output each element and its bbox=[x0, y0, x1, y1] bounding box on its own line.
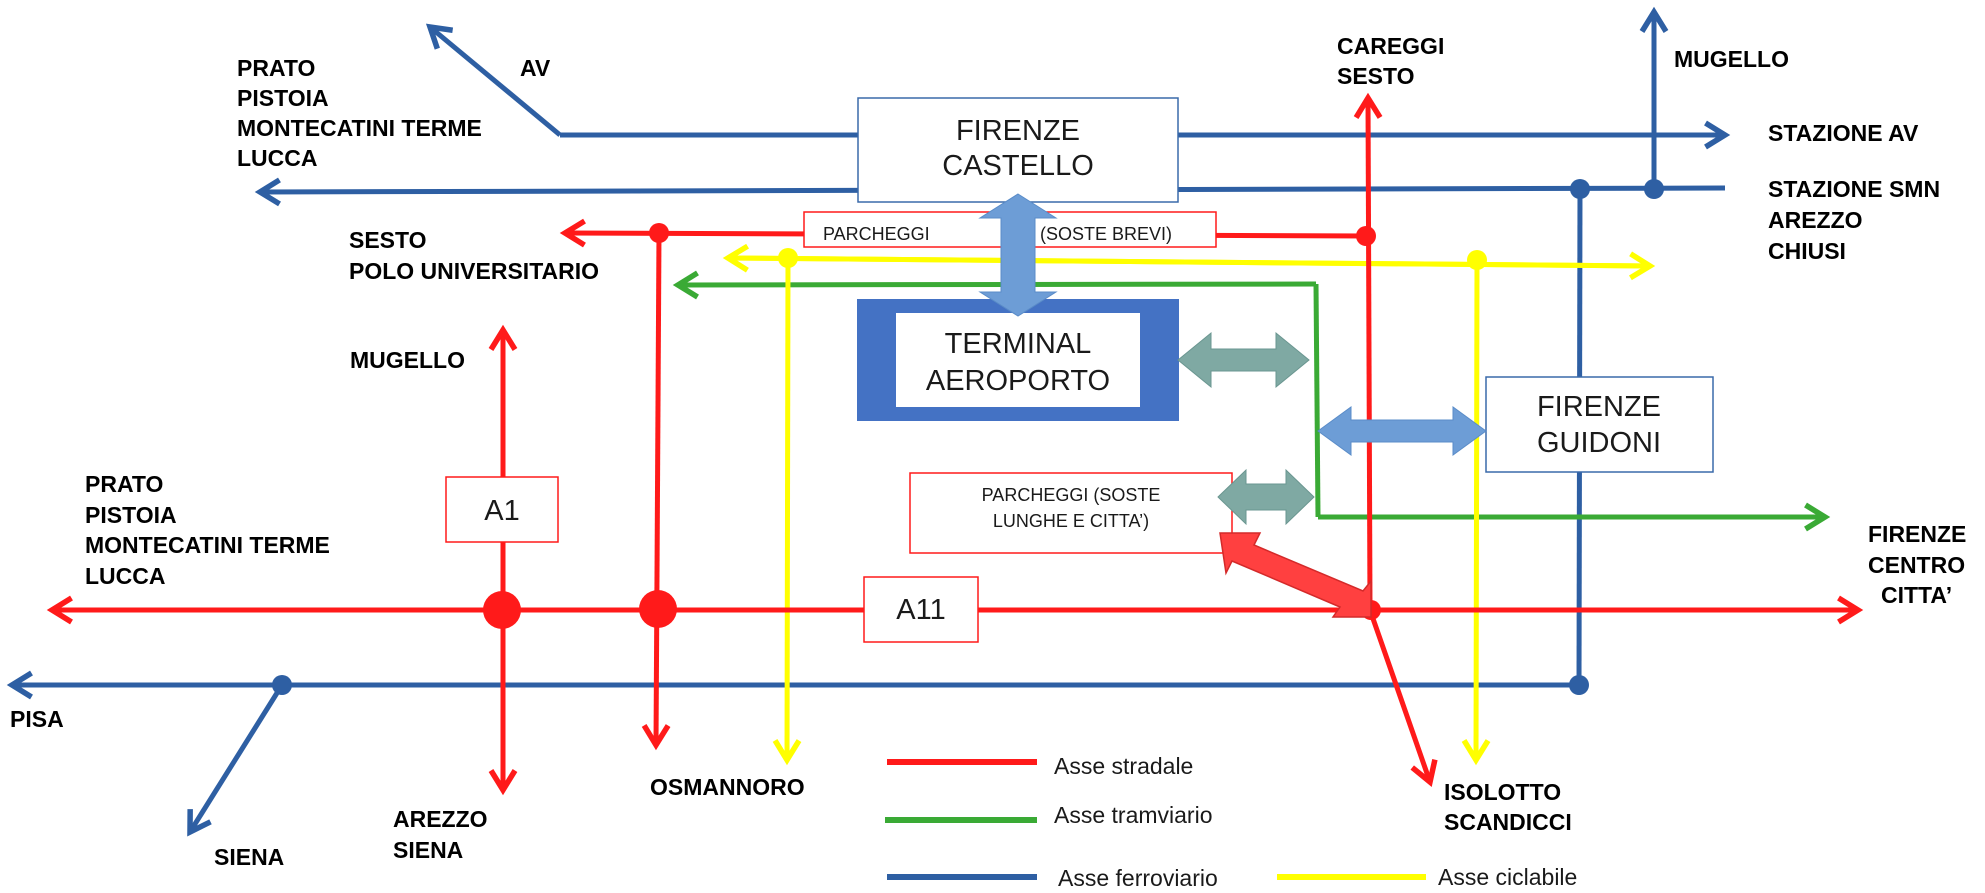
cycle-line-west bbox=[722, 243, 1651, 273]
tram-line-to-sesto bbox=[672, 270, 1317, 300]
arezzo-siena-label-2: SIENA bbox=[393, 837, 463, 863]
prato-top-label-4: LUCCA bbox=[237, 145, 318, 171]
cycle-line-isolotto bbox=[1461, 259, 1491, 766]
rail-av-diagonal bbox=[425, 23, 562, 137]
prato-top-label-1: PRATO bbox=[237, 55, 315, 81]
parcheggi-brevi-label: PARCHEGGI bbox=[823, 224, 930, 244]
cycle-node-east bbox=[1467, 250, 1487, 270]
castello-terminal-arrow bbox=[978, 193, 1058, 317]
cycle-node-west bbox=[778, 248, 798, 268]
sesto-polo-label-2: POLO UNIVERSITARIO bbox=[349, 258, 599, 284]
road-node-sesto bbox=[649, 223, 669, 243]
parcheggi-lunghe-label-2: LUNGHE E CITTA’) bbox=[993, 511, 1149, 531]
terminal-inner bbox=[896, 313, 1140, 407]
road-node-osmannoro-junction bbox=[639, 590, 677, 628]
tram-line-vertical bbox=[1313, 283, 1321, 518]
mugello-left-label: MUGELLO bbox=[350, 347, 465, 373]
road-lines bbox=[46, 92, 1864, 796]
road-careggi-up bbox=[1353, 92, 1383, 611]
pisa-label: PISA bbox=[10, 706, 64, 732]
isolotto-label-1: ISOLOTTO bbox=[1444, 779, 1561, 805]
rail-nodes bbox=[272, 179, 1664, 695]
cycle-lines bbox=[722, 243, 1656, 766]
guidoni-box bbox=[1485, 376, 1714, 473]
castello-box bbox=[857, 97, 1179, 203]
firenze-centro-label-1: FIRENZE bbox=[1868, 521, 1966, 547]
prato-top-label-2: PISTOIA bbox=[237, 85, 329, 111]
rail-node-mugello bbox=[1644, 179, 1664, 199]
stazione-smn-label-2: AREZZO bbox=[1768, 207, 1863, 233]
prato-mid-label-2: PISTOIA bbox=[85, 502, 177, 528]
prato-mid-label-3: MONTECATINI TERME bbox=[85, 532, 330, 558]
road-isolotto-branch bbox=[1367, 609, 1438, 787]
firenze-centro-label-2: CENTRO bbox=[1868, 552, 1965, 578]
careggi-label-1: CAREGGI bbox=[1337, 33, 1444, 59]
rail-siena-branch bbox=[187, 683, 285, 837]
road-node-careggi bbox=[1356, 226, 1376, 246]
rail-node-siena bbox=[272, 675, 292, 695]
careggi-label-2: SESTO bbox=[1337, 63, 1415, 89]
legend-cycle-label: Asse ciclabile bbox=[1438, 864, 1577, 890]
parcheggi-lunghe-label-1: PARCHEGGI (SOSTE bbox=[982, 485, 1161, 505]
stazione-smn-label-3: CHIUSI bbox=[1768, 238, 1846, 264]
a11-box bbox=[863, 576, 979, 643]
castello-label-1: FIRENZE bbox=[956, 115, 1080, 147]
parcheggi-lunghe-box bbox=[909, 472, 1233, 554]
siena-label: SIENA bbox=[214, 844, 284, 870]
rail-node-pisa-end bbox=[1569, 675, 1589, 695]
parcheggi-road-arrow bbox=[1219, 532, 1372, 618]
parcheggi-tram-arrow bbox=[1217, 468, 1315, 526]
prato-top-label-3: MONTECATINI TERME bbox=[237, 115, 482, 141]
prato-mid-label-1: PRATO bbox=[85, 471, 163, 497]
sesto-polo-label-1: SESTO bbox=[349, 227, 427, 253]
rail-node-guidoni bbox=[1570, 179, 1590, 199]
road-node-a1-junction bbox=[483, 591, 521, 629]
guidoni-label-2: GUIDONI bbox=[1537, 427, 1661, 459]
castello-label-2: CASTELLO bbox=[942, 150, 1094, 182]
a11-label: A11 bbox=[896, 594, 945, 626]
osmannoro-label: OSMANNORO bbox=[650, 774, 805, 800]
soste-brevi-label: (SOSTE BREVI) bbox=[1040, 224, 1172, 244]
legend-tram-label: Asse tramviario bbox=[1054, 802, 1212, 828]
legend-rail-label: Asse ferroviario bbox=[1058, 865, 1218, 891]
legend: Asse stradale Asse tramviario Asse ferro… bbox=[885, 753, 1577, 891]
mugello-top-label: MUGELLO bbox=[1674, 46, 1789, 72]
terminal-label-1: TERMINAL bbox=[945, 328, 1092, 360]
cycle-line-osmannoro bbox=[772, 257, 802, 766]
firenze-centro-label-3: CITTA’ bbox=[1881, 582, 1952, 608]
arezzo-siena-label-1: AREZZO bbox=[393, 806, 488, 832]
tram-guidoni-arrow bbox=[1317, 406, 1487, 456]
a1-label: A1 bbox=[484, 495, 519, 527]
stazione-av-label: STAZIONE AV bbox=[1768, 120, 1919, 146]
av-label: AV bbox=[520, 55, 551, 81]
terminal-label-2: AEROPORTO bbox=[926, 365, 1110, 397]
road-polo-down bbox=[641, 232, 671, 751]
prato-mid-label-4: LUCCA bbox=[85, 563, 166, 589]
guidoni-label-1: FIRENZE bbox=[1537, 391, 1661, 423]
legend-road-label: Asse stradale bbox=[1054, 753, 1193, 779]
cycle-nodes bbox=[778, 248, 1487, 270]
stazione-smn-label-1: STAZIONE SMN bbox=[1768, 176, 1940, 202]
terminal-tram-arrow bbox=[1177, 331, 1310, 389]
a1-box bbox=[445, 476, 559, 543]
isolotto-label-2: SCANDICCI bbox=[1444, 809, 1572, 835]
